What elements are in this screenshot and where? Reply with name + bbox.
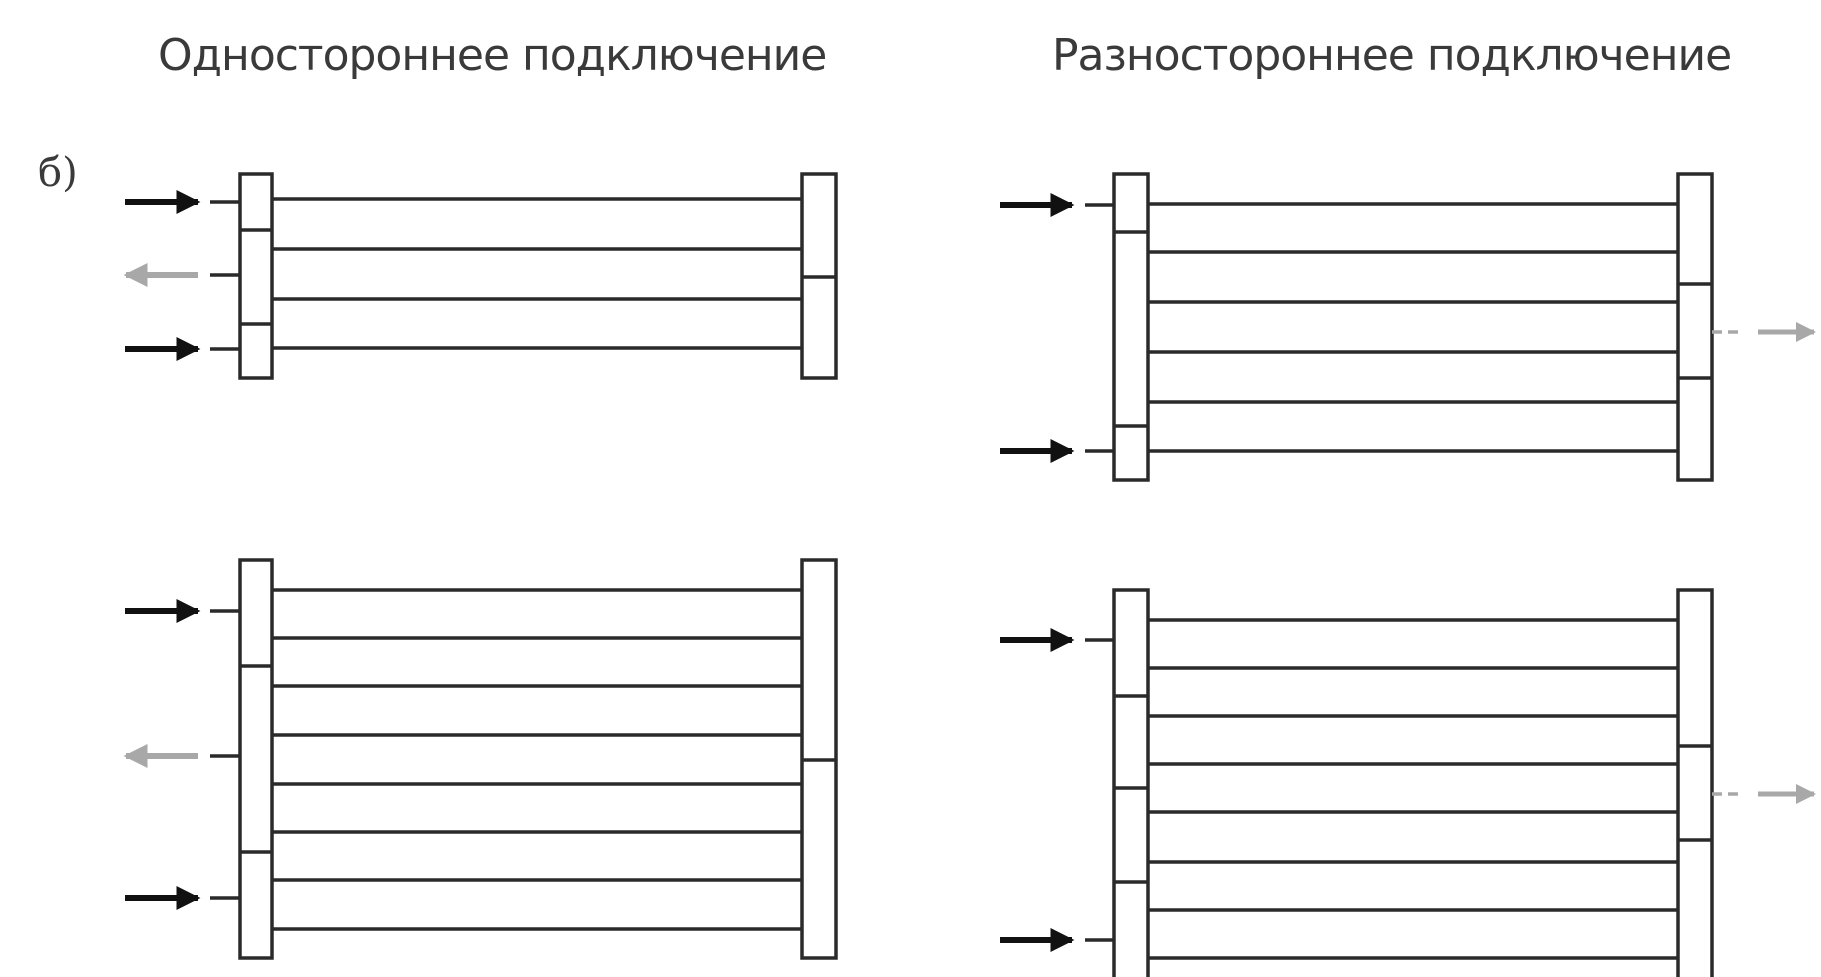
left-collector	[1112, 588, 1150, 977]
two-sided-connection-heading: Разностороннее подключение	[1052, 30, 1732, 81]
tube-lines	[272, 197, 802, 350]
scheme-two-sided-8-tubes	[1000, 588, 1816, 977]
right-collector	[1676, 588, 1714, 977]
scheme-two-sided-6-tubes	[1000, 172, 1816, 482]
tube-lines	[1148, 618, 1678, 960]
left-collector	[238, 558, 274, 960]
scheme-one-sided-8-tubes	[123, 558, 838, 960]
right-collector	[1676, 172, 1714, 482]
left-collector	[1112, 172, 1150, 482]
variant-label: б)	[38, 150, 78, 196]
one-sided-connection-heading: Одностороннее подключение	[158, 30, 827, 81]
tube-lines	[272, 588, 802, 931]
tube-lines	[1148, 202, 1678, 453]
left-collector	[238, 172, 274, 380]
scheme-one-sided-4-tubes	[123, 172, 838, 380]
